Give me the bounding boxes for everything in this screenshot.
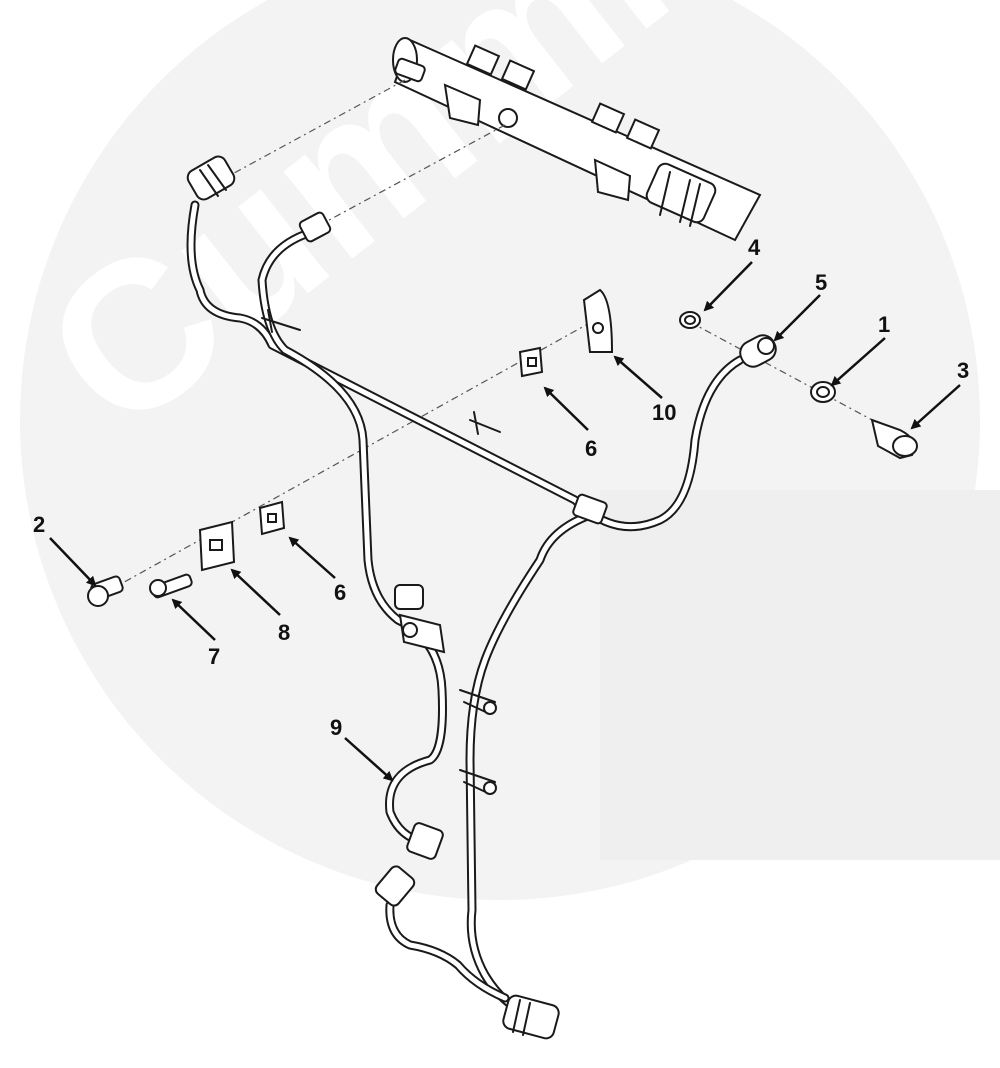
callout-labels: 1 2 3 4 5 6 6 7 8 9 10 (33, 235, 969, 740)
callout-8: 8 (278, 620, 290, 645)
callout-9: 9 (330, 715, 342, 740)
fittings (186, 155, 777, 1040)
callout-6-upper: 6 (585, 436, 597, 461)
callout-3: 3 (957, 358, 969, 383)
callout-6-lower: 6 (334, 580, 346, 605)
fuel-rail (392, 37, 762, 242)
alignment-lines (109, 79, 901, 591)
callout-7: 7 (208, 644, 220, 669)
small-parts (87, 311, 918, 607)
callout-10: 10 (652, 400, 676, 425)
tube-clamps (261, 309, 501, 795)
callout-4: 4 (748, 235, 761, 260)
callout-1: 1 (878, 312, 890, 337)
leader-arrows (49, 261, 961, 782)
watermark-group: Cummins (3, 0, 1000, 900)
watermark-band-right (600, 490, 1000, 860)
callout-5: 5 (815, 270, 827, 295)
callout-2: 2 (33, 512, 45, 537)
mounting-bracket (582, 288, 614, 353)
